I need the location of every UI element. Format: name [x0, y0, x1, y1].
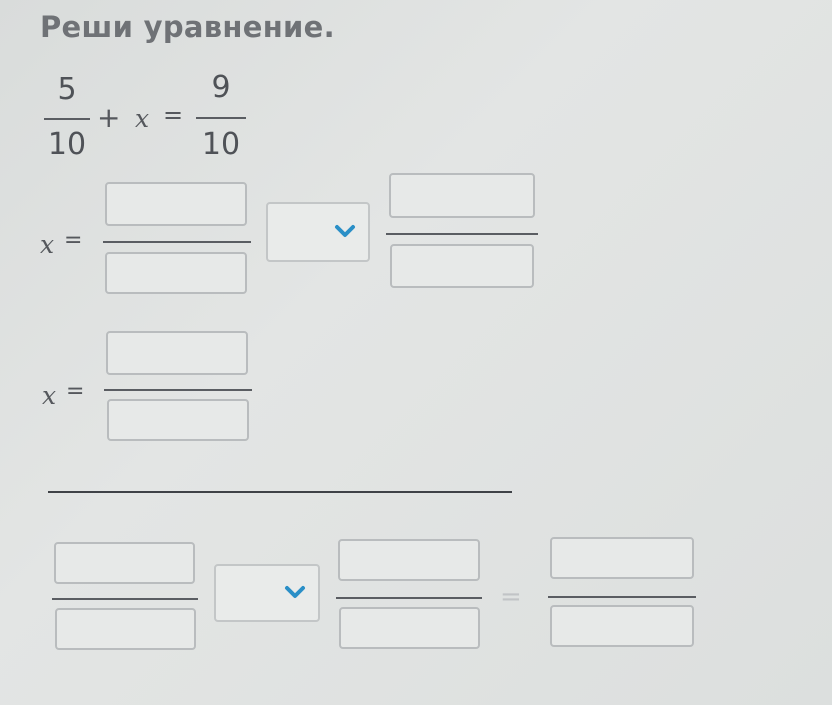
right-fraction: 9 10 — [196, 70, 246, 165]
right-denominator: 10 — [201, 127, 241, 162]
plus-sign: + — [97, 101, 121, 134]
right-numerator: 9 — [211, 70, 231, 105]
step1-operation-select[interactable] — [266, 202, 370, 262]
left-denominator: 10 — [47, 127, 87, 162]
fraction-bar — [52, 598, 198, 600]
variable-x: x — [40, 230, 55, 259]
step1-fraction1-numerator-input[interactable] — [105, 182, 247, 226]
step2-denominator-input[interactable] — [107, 399, 249, 441]
fraction-bar — [386, 233, 538, 235]
step1-fraction1-denominator-input[interactable] — [105, 252, 247, 294]
check-result-denominator-input[interactable] — [550, 605, 694, 647]
check-operation-select[interactable] — [214, 564, 320, 622]
check-result-numerator-input[interactable] — [550, 537, 694, 579]
chevron-down-icon — [335, 225, 355, 237]
variable-x: x — [42, 381, 57, 410]
check-fraction2-denominator-input[interactable] — [339, 607, 480, 649]
fraction-bar — [103, 241, 251, 243]
left-fraction: 5 10 — [44, 72, 90, 167]
fraction-bar — [44, 118, 90, 120]
left-numerator: 5 — [57, 72, 77, 107]
equals-sign: = — [500, 582, 522, 612]
fraction-bar — [196, 117, 246, 119]
step1-fraction2-denominator-input[interactable] — [390, 244, 534, 288]
task-title: Реши уравнение. — [40, 10, 335, 44]
chevron-down-icon — [285, 586, 305, 598]
equals-sign: = — [64, 228, 83, 253]
step1-fraction2-numerator-input[interactable] — [389, 173, 535, 218]
variable-x: x — [135, 104, 150, 133]
equals-sign: = — [66, 379, 85, 404]
section-divider — [48, 491, 512, 493]
step2-numerator-input[interactable] — [106, 331, 248, 375]
check-fraction1-denominator-input[interactable] — [55, 608, 196, 650]
fraction-bar — [336, 597, 482, 599]
check-fraction1-numerator-input[interactable] — [54, 542, 195, 584]
check-fraction2-numerator-input[interactable] — [338, 539, 480, 581]
fraction-bar — [104, 389, 252, 391]
fraction-bar — [548, 596, 696, 598]
equals-sign: = — [163, 101, 184, 129]
